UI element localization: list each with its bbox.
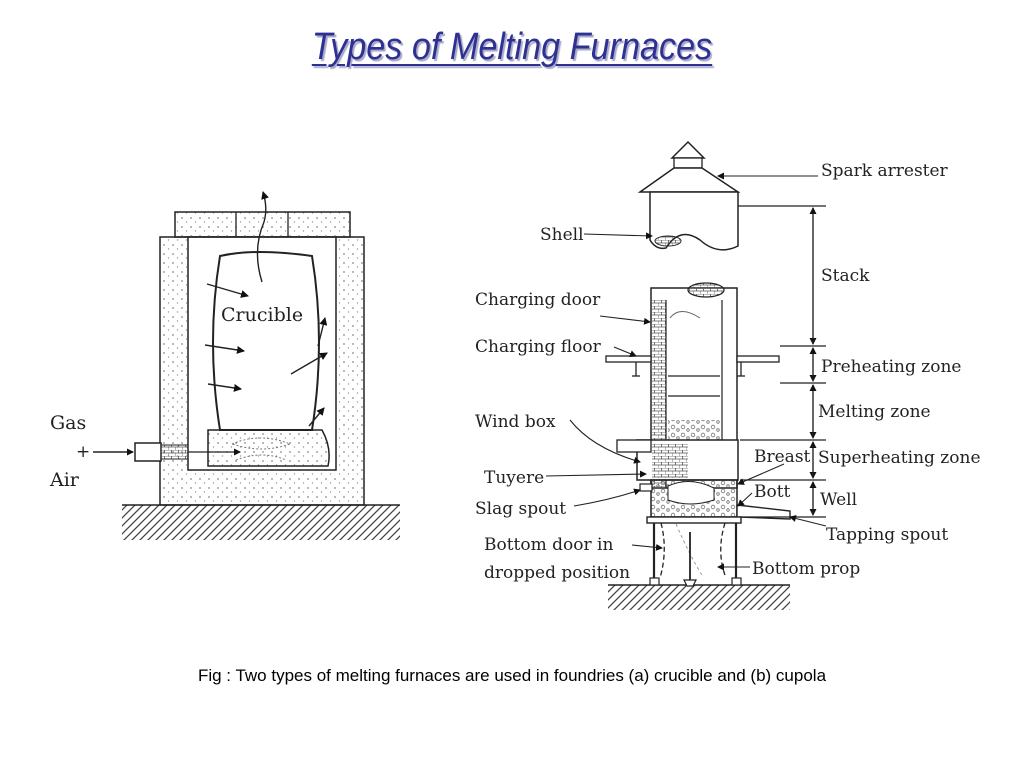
- label-charging-door: Charging door: [475, 290, 601, 310]
- slag-spout: [639, 483, 653, 492]
- label-preheating-zone: Preheating zone: [821, 357, 961, 377]
- label-plus: +: [76, 442, 90, 462]
- bottom-door: [659, 522, 665, 579]
- label-well: Well: [820, 490, 857, 510]
- label-bottom-door-line2: dropped position: [484, 563, 630, 583]
- crucible-pedestal: [207, 429, 330, 467]
- label-stack: Stack: [821, 266, 870, 286]
- crucible-lid: [174, 211, 351, 238]
- label-tuyere: Tuyere: [484, 468, 544, 488]
- label-slag-spout: Slag spout: [475, 499, 566, 519]
- label-wind-box: Wind box: [475, 412, 556, 432]
- exhaust-arrow: [256, 191, 269, 283]
- label-superheating-zone: Superheating zone: [818, 448, 981, 468]
- figure-caption: Fig : Two types of melting furnaces are …: [197, 666, 827, 685]
- stack-shell-top: [649, 191, 739, 251]
- crucible-furnace: Crucible Gas + Air: [49, 191, 400, 540]
- crucible-vessel: [212, 251, 320, 431]
- label-shell: Shell: [540, 225, 584, 245]
- slide-title: Types of Melting Furnaces: [311, 26, 713, 68]
- bottom-prop: [649, 523, 742, 587]
- cupola-ground: [608, 585, 790, 610]
- label-bott: Bott: [754, 482, 791, 502]
- crucible-ground: [122, 505, 400, 540]
- label-gas: Gas: [50, 412, 86, 434]
- label-bottom-door-line1: Bottom door in: [484, 535, 613, 555]
- label-tapping-spout: Tapping spout: [826, 525, 948, 545]
- label-melting-zone: Melting zone: [818, 402, 931, 422]
- label-bottom-prop: Bottom prop: [752, 559, 860, 579]
- zone-dimension-lines: [738, 205, 826, 518]
- label-air: Air: [49, 469, 80, 491]
- label-crucible: Crucible: [221, 304, 303, 326]
- leader-lines: [545, 172, 827, 571]
- burner-pipe: [134, 442, 162, 462]
- charging-floor: [605, 355, 780, 377]
- label-spark-arrester: Spark arrester: [821, 161, 949, 181]
- label-charging-floor: Charging floor: [475, 337, 602, 357]
- label-breast: Breast: [754, 447, 811, 467]
- cupola-furnace: Spark arrester Shell Stack Charging door…: [475, 140, 981, 610]
